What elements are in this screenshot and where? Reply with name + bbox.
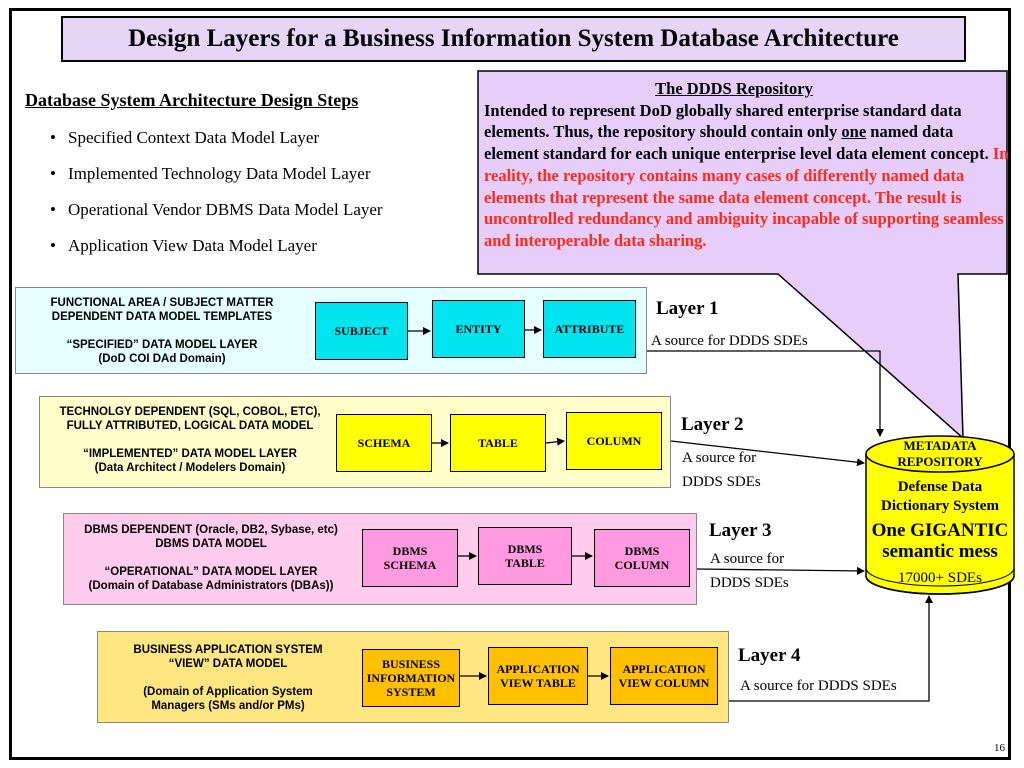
node-dbms-schema-line-1: DBMS (392, 544, 428, 558)
node-application-view-column: APPLICATION VIEW COLUMN (610, 647, 718, 705)
layer-3-source-line-2: DDDS SDEs (710, 575, 789, 591)
repository-mess-line-2: semantic mess (882, 541, 998, 562)
node-avc-line-2: VIEW COLUMN (618, 676, 710, 690)
step-item: Operational Vendor DBMS Data Model Layer (50, 196, 383, 232)
arrow-layer4-repository (729, 595, 933, 702)
node-entity: ENTITY (432, 300, 525, 358)
layer-4-source: A source for DDDS SDEs (740, 678, 897, 694)
callout-emphasis: one (841, 122, 867, 142)
layer-3-name: Layer 3 (709, 520, 772, 541)
layer-2-line-2: FULLY ATTRIBUTED, LOGICAL DATA MODEL (66, 420, 314, 432)
callout-text-a: Intended to represent DoD globally share… (484, 100, 962, 142)
node-dbms-table: DBMS TABLE (478, 527, 572, 585)
layer-1-description: FUNCTIONAL AREA / SUBJECT MATTER DEPENDE… (22, 296, 302, 366)
repository-system-line-2: Dictionary System (881, 498, 999, 514)
callout-heading: The DDDS Repository (655, 79, 813, 98)
layer-2-line-3: “IMPLEMENTED” DATA MODEL LAYER (83, 448, 297, 460)
layer-4-line-2: “VIEW” DATA MODEL (168, 658, 288, 670)
page-number: 16 (994, 742, 1005, 754)
layer-2-description: TECHNOLGY DEPENDENT (SQL, COBOL, ETC), F… (42, 405, 338, 475)
layer-2-line-4: (Data Architect / Modelers Domain) (94, 462, 286, 474)
node-bis-line-1: BUSINESS (381, 657, 441, 671)
node-schema: SCHEMA (336, 414, 432, 472)
layer-4-line-1: BUSINESS APPLICATION SYSTEM (133, 644, 323, 656)
node-table: TABLE (450, 414, 546, 472)
node-dbms-table-line-1: DBMS (507, 542, 543, 556)
node-business-information-system: BUSINESS INFORMATION SYSTEM (362, 649, 460, 707)
node-dbms-table-line-2: TABLE (505, 556, 545, 570)
layer-3-description: DBMS DEPENDENT (Oracle, DB2, Sybase, etc… (66, 523, 356, 593)
layer-2-name: Layer 2 (681, 414, 744, 435)
layer-4-line-4: Managers (SMs and/or PMs) (151, 700, 305, 712)
node-attribute: ATTRIBUTE (543, 300, 636, 358)
repository-count: 17000+ SDEs (898, 570, 982, 586)
node-application-view-table: APPLICATION VIEW TABLE (488, 647, 588, 705)
layer-4-line-3: (Domain of Application System (143, 686, 313, 698)
node-dbms-schema: DBMS SCHEMA (362, 529, 458, 587)
repository-mess-label: One GIGANTIC semantic mess (862, 520, 1018, 562)
node-dbms-schema-line-2: SCHEMA (383, 558, 437, 572)
repository-mess-line-1: One GIGANTIC (871, 520, 1009, 541)
layer-4-description: BUSINESS APPLICATION SYSTEM “VIEW” DATA … (104, 643, 352, 713)
repository-title: METADATA REPOSITORY (866, 438, 1014, 470)
layer-3-source: A source for DDDS SDEs (710, 547, 789, 595)
layer-2-source-line-2: DDDS SDEs (682, 474, 761, 490)
layer-1-line-2: DEPENDENT DATA MODEL TEMPLATES (51, 311, 273, 323)
slide-title: Design Layers for a Business Information… (61, 16, 966, 62)
arrow-layer3-repository (696, 566, 865, 575)
layer-2-source-line-1: A source for (682, 450, 757, 466)
node-avt-line-1: APPLICATION (496, 662, 580, 676)
layer-3-line-2: DBMS DATA MODEL (155, 538, 267, 550)
arrow-layer2-repository (670, 440, 865, 467)
node-dbms-column-line-2: COLUMN (614, 558, 670, 572)
node-avt-line-2: VIEW TABLE (500, 676, 576, 690)
ddds-callout: The DDDS Repository Intended to represen… (484, 78, 1010, 252)
layer-1-source: A source for DDDS SDEs (651, 333, 808, 349)
node-bis-line-3: SYSTEM (386, 685, 436, 699)
layer-2-source: A source for DDDS SDEs (682, 446, 761, 494)
callout-warning: In reality, the repository contains many… (484, 144, 1009, 250)
slide-frame (9, 8, 1011, 760)
step-item: Implemented Technology Data Model Layer (50, 160, 383, 196)
node-column: COLUMN (566, 412, 662, 470)
layer-2-line-1: TECHNOLGY DEPENDENT (SQL, COBOL, ETC), (59, 406, 321, 418)
step-item: Application View Data Model Layer (50, 232, 383, 268)
step-item: Specified Context Data Model Layer (50, 124, 383, 160)
layer-1-line-4: (DoD COI DAd Domain) (98, 353, 226, 365)
steps-heading: Database System Architecture Design Step… (25, 90, 359, 110)
node-dbms-column-line-1: DBMS (624, 544, 660, 558)
node-bis-line-2: INFORMATION (366, 671, 456, 685)
layer-3-line-3: “OPERATIONAL” DATA MODEL LAYER (104, 566, 318, 578)
repository-system: Defense Data Dictionary System (866, 478, 1014, 516)
layer-4-name: Layer 4 (738, 645, 801, 666)
layer-3-source-line-1: A source for (710, 551, 785, 567)
layer-1-line-3: “SPECIFIED” DATA MODEL LAYER (66, 339, 258, 351)
steps-list: Specified Context Data Model Layer Imple… (50, 124, 383, 268)
layer-1-name: Layer 1 (656, 298, 719, 319)
arrow-layer1-repository (647, 350, 884, 437)
node-dbms-column: DBMS COLUMN (594, 529, 690, 587)
metadata-repository-cylinder (865, 435, 1015, 595)
callout-text-b: named data element standard for each uni… (484, 122, 993, 164)
repository-system-line-1: Defense Data (897, 479, 983, 495)
layer-1-line-1: FUNCTIONAL AREA / SUBJECT MATTER (50, 297, 274, 309)
node-subject: SUBJECT (315, 302, 408, 360)
repository-title-line-2: REPOSITORY (897, 454, 983, 469)
layer-3-line-1: DBMS DEPENDENT (Oracle, DB2, Sybase, etc… (84, 524, 338, 536)
node-avc-line-1: APPLICATION (622, 662, 706, 676)
layer-3-line-4: (Domain of Database Administrators (DBAs… (88, 580, 334, 592)
arrow-table-column (545, 437, 565, 446)
repository-title-line-1: METADATA (903, 438, 977, 453)
